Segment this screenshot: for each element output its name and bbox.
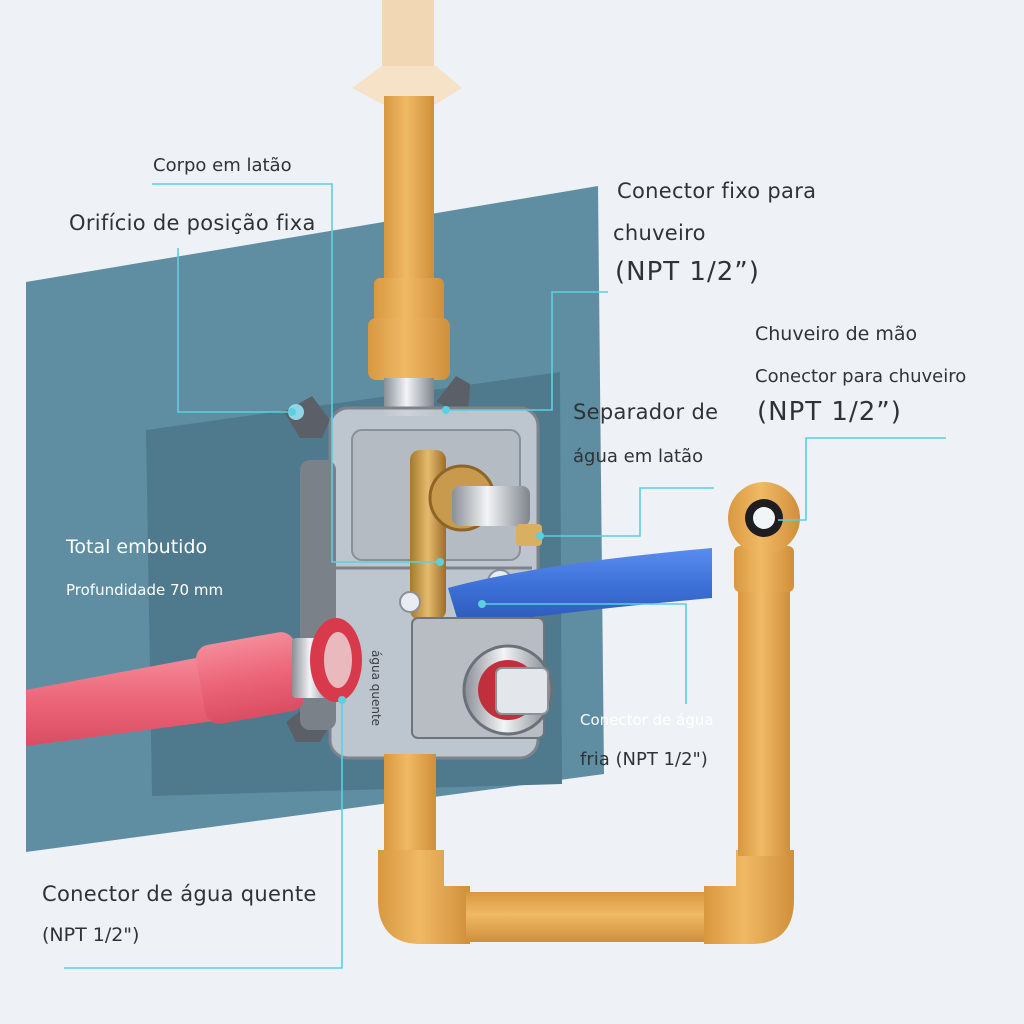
mount-ear-top-right [436, 376, 470, 416]
label-total-embutido: Total embutido [66, 536, 208, 558]
leader-fixo [446, 291, 608, 411]
leader-lines [64, 183, 946, 969]
label-conector-fria-l1: Conector de água [580, 711, 714, 729]
box-print-text: água quente [369, 650, 383, 726]
label-orificio: Orifício de posição fixa [69, 211, 316, 235]
label-conector-quente-l2: (NPT 1/2") [42, 924, 140, 946]
label-corpo-em-latao: Corpo em latão [153, 155, 292, 176]
leader-corpo [152, 183, 440, 563]
label-conector-fixo-l2: chuveiro [613, 221, 706, 245]
label-conector-fria-l2: fria (NPT 1/2") [580, 749, 708, 770]
handshower-outlet-bore [753, 507, 775, 529]
label-conector-fixo-l1: Conector fixo para [617, 179, 817, 203]
cold-water-pipe [448, 548, 712, 628]
hot-pipe-coupling [196, 632, 304, 724]
shower-pipe-vertical [384, 96, 434, 286]
leader-orificio [177, 248, 290, 413]
label-conector-quente-l1: Conector de água quente [42, 882, 317, 906]
pipe-coupling-top [374, 278, 444, 322]
hot-water-pipe [26, 655, 222, 746]
leader-fria [482, 603, 687, 704]
label-profundidade: Profundidade 70 mm [66, 581, 224, 599]
leader-quente [64, 700, 343, 969]
pipe-coupling-bottom [368, 318, 450, 380]
bottom-horizontal-pipe [466, 892, 716, 942]
hot-water-ring-center [324, 632, 352, 688]
leader-mao [778, 437, 946, 521]
right-pipe-coupling [734, 546, 794, 592]
label-chuveiro-mao-npt: (NPT 1/2”) [757, 397, 902, 427]
bottom-left-elbow [378, 850, 470, 944]
label-separador-l1: Separador de [573, 400, 719, 424]
leader-separador [540, 487, 714, 537]
leader-dots [288, 406, 544, 704]
separator-tip [516, 524, 542, 546]
outlet-port [399, 591, 421, 613]
label-chuveiro-mao: Chuveiro de mão [755, 323, 918, 345]
right-pipe-vertical [738, 556, 790, 856]
label-separador-l2: água em latão [573, 446, 704, 467]
pipe-clamp [352, 66, 462, 104]
bottom-right-elbow [704, 850, 794, 944]
separator-stem [452, 486, 530, 526]
label-conector-fixo-npt: (NPT 1/2”) [615, 257, 760, 287]
label-conector-chuveiro: Conector para chuveiro [755, 366, 967, 387]
cartridge-stem [495, 667, 549, 715]
